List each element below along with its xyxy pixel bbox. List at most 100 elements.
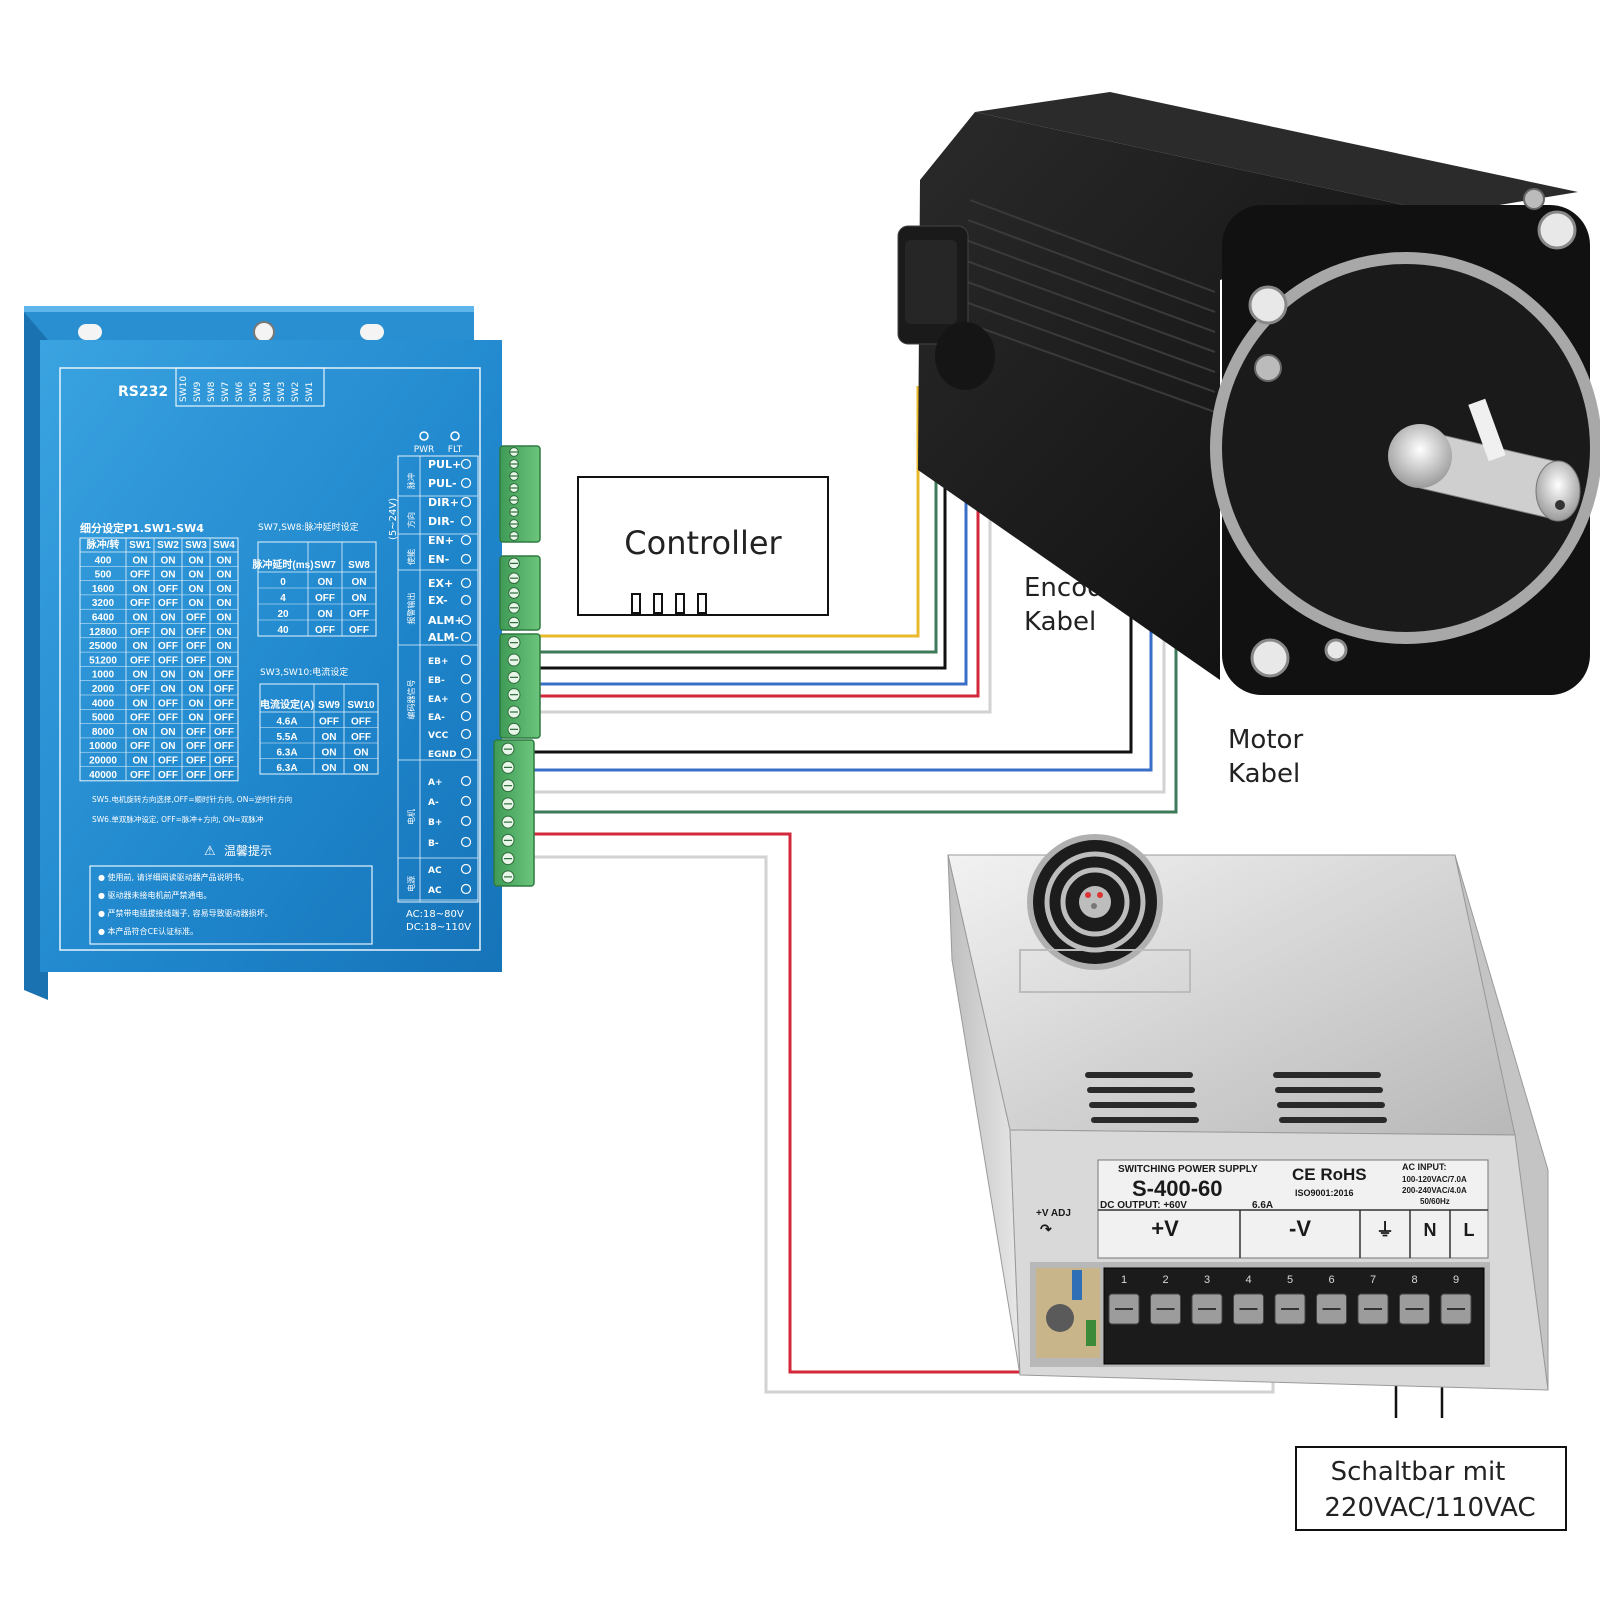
subdivision-cell: 400	[95, 555, 112, 566]
subdivision-cell: 10000	[89, 741, 117, 752]
terminal-screw-icon	[460, 496, 472, 508]
subdivision-cell: OFF	[130, 627, 150, 638]
switch-label: SW3	[277, 382, 287, 402]
power-spec-1: AC:18~80V	[406, 909, 464, 920]
subdivision-cell: 3200	[92, 598, 115, 609]
motor-cable-label-2: Kabel	[1228, 759, 1300, 789]
switch-label: SW4	[263, 381, 273, 402]
psu-term-ground-icon: ⏚	[1376, 1220, 1394, 1240]
terminal-label: PUL+	[428, 458, 461, 471]
subdivision-cell: ON	[161, 555, 176, 566]
controller-pins	[631, 593, 707, 614]
terminal-screw-icon	[460, 836, 472, 848]
delay-header: SW7	[314, 560, 336, 571]
terminal-label: EX-	[428, 594, 448, 607]
terminal-block	[499, 633, 541, 739]
subdivision-cell: ON	[189, 570, 204, 581]
switch-label: SW8	[207, 381, 217, 402]
terminal-label: EB+	[428, 657, 449, 667]
current-cell: ON	[322, 763, 337, 774]
delay-cell: 40	[277, 625, 289, 636]
subdivision-cell: OFF	[158, 641, 178, 652]
psu-dc-output: DC OUTPUT: +60V	[1100, 1200, 1187, 1211]
terminal-screw-icon	[460, 577, 472, 589]
subdivision-cell: OFF	[130, 684, 150, 695]
psu-terminal-number: 7	[1370, 1274, 1376, 1286]
current-cell: ON	[322, 732, 337, 743]
warning-item: ● 本产品符合CE认证标准。	[98, 926, 198, 936]
current-header: SW10	[347, 700, 375, 711]
subdivision-cell: OFF	[186, 627, 206, 638]
current-cell: ON	[354, 748, 369, 759]
controller-label: Controller	[624, 524, 782, 562]
power-spec-2: DC:18~110V	[406, 922, 471, 933]
subdivision-cell: OFF	[214, 770, 234, 781]
terminal-label: ALM+	[428, 614, 464, 627]
subdivision-cell: OFF	[158, 584, 178, 595]
subdivision-cell: ON	[133, 727, 148, 738]
switch-label: SW5	[249, 382, 259, 402]
terminal-screw-icon	[460, 534, 472, 546]
subdivision-cell: OFF	[130, 713, 150, 724]
terminal-group-label: 报警输出	[406, 593, 416, 625]
subdivision-cell: ON	[161, 741, 176, 752]
delay-cell: 20	[277, 609, 289, 620]
subdivision-cell: ON	[161, 570, 176, 581]
subdivision-cell: ON	[161, 627, 176, 638]
psu-terminal-number: 1	[1121, 1274, 1127, 1286]
switch-label: SW6	[235, 381, 245, 402]
terminal-screw-icon	[460, 458, 472, 470]
terminal-label: AC	[428, 866, 442, 876]
terminal-labels: PUL+PUL-DIR+DIR-EN+EN-EX+EX-ALM+ALM-EB+E…	[397, 455, 479, 903]
subdivision-cell: 40000	[89, 770, 117, 781]
terminal-label: DIR-	[428, 515, 454, 528]
subdivision-cell: ON	[217, 598, 232, 609]
subdivision-cell: ON	[189, 670, 204, 681]
subdivision-cell: ON	[133, 584, 148, 595]
psu-terminal-number: 4	[1245, 1274, 1251, 1286]
psu-terminal-number: 6	[1328, 1274, 1334, 1286]
current-cell: 6.3A	[276, 748, 297, 759]
delay-cell: ON	[318, 609, 333, 620]
psu-term-vminus: -V	[1289, 1216, 1311, 1241]
terminal-screw-icon	[460, 863, 472, 875]
warning-list: ● 使用前, 请详细阅读驱动器产品说明书。● 驱动器未接电机前严禁通电。● 严禁…	[98, 872, 273, 936]
subdivision-cell: OFF	[158, 698, 178, 709]
terminal-label: EN-	[428, 553, 449, 566]
subdivision-cell: 4000	[92, 698, 115, 709]
psu-terminal-number: 3	[1204, 1274, 1210, 1286]
voltage-range: (5~24V)	[388, 498, 399, 540]
psu-term-l: L	[1464, 1220, 1475, 1240]
delay-cell: OFF	[349, 609, 369, 620]
psu-iso: ISO9001:2016	[1295, 1188, 1354, 1198]
terminal-label: EN+	[428, 534, 454, 547]
subdivision-cell: OFF	[130, 741, 150, 752]
subdivision-cell: OFF	[186, 727, 206, 738]
psu-term-n: N	[1424, 1220, 1437, 1240]
subdivision-cell: ON	[217, 655, 232, 666]
subdivision-cell: 1000	[92, 670, 115, 681]
subdivision-header: 脉冲/转	[86, 538, 120, 551]
subdivision-cell: ON	[133, 613, 148, 624]
terminal-group-label: 脉冲	[406, 473, 416, 489]
terminal-screw-icon	[460, 673, 472, 685]
motor-cable-label-1: Motor	[1228, 725, 1303, 755]
subdivision-cell: OFF	[130, 598, 150, 609]
note-sw6: SW6.单双脉冲设定, OFF=脉冲+方向, ON=双脉冲	[92, 814, 263, 824]
current-cell: 5.5A	[276, 732, 297, 743]
subdivision-cell: ON	[217, 570, 232, 581]
terminal-label: EGND	[428, 750, 457, 760]
subdivision-cell: ON	[217, 555, 232, 566]
terminal-screw-icon	[460, 747, 472, 759]
encoder-cable-label-2: Kabel	[1024, 607, 1096, 637]
subdivision-cell: OFF	[214, 670, 234, 681]
terminal-screw-icon	[460, 594, 472, 606]
subdivision-cell: 8000	[92, 727, 115, 738]
subdivision-cell: 12800	[89, 627, 117, 638]
subdivision-cell: OFF	[186, 770, 206, 781]
terminal-label: DIR+	[428, 496, 459, 509]
fan-icon	[1027, 834, 1163, 970]
